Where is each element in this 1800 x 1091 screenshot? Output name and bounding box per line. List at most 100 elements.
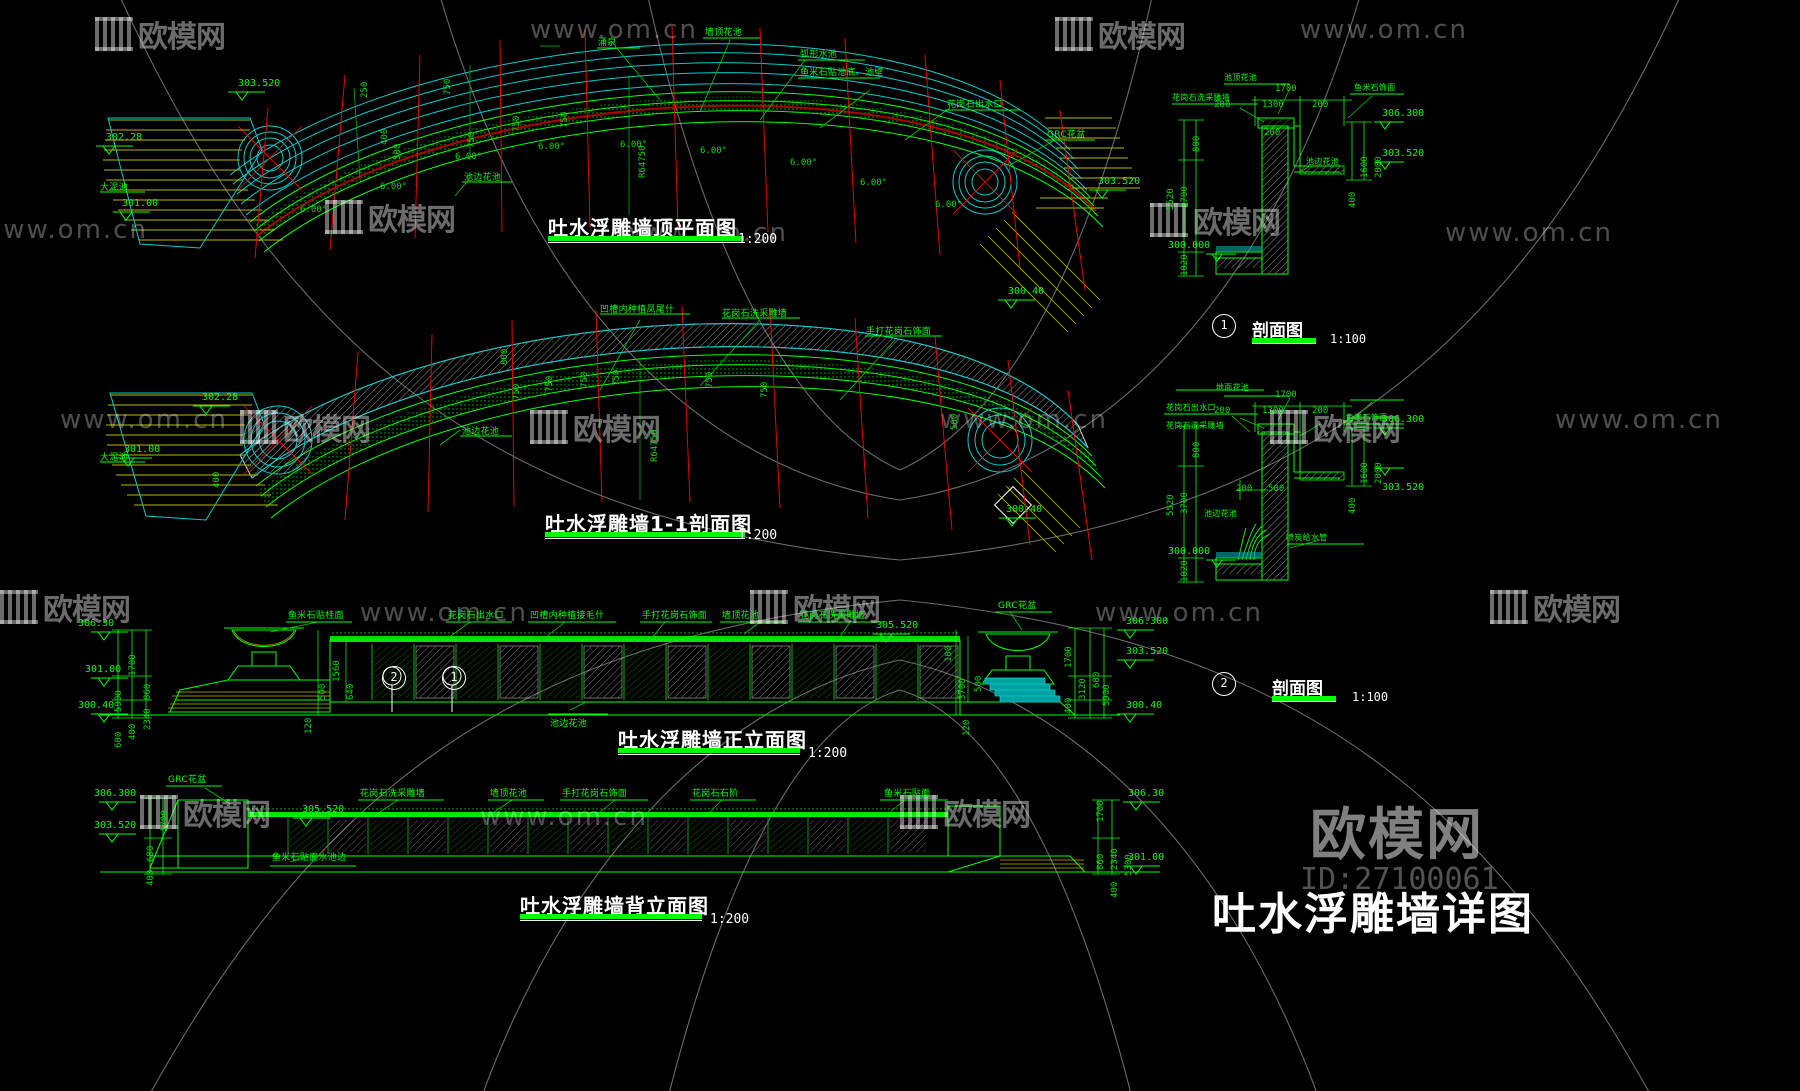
detail-mark-2[interactable]: 2	[1212, 672, 1236, 696]
annotation-granite-relief-wall: 花岗石洗采雕墙	[722, 309, 788, 319]
dimension-value: 2340	[143, 708, 153, 730]
detail-label-1: 剖面图	[1252, 321, 1303, 341]
elevation-value: 303.520	[94, 820, 137, 831]
annotation-fish-stone-facing: 鱼米石贴面	[884, 789, 931, 799]
dimension-value: 200	[1214, 406, 1231, 416]
elevation-value: 306.300	[1382, 108, 1425, 119]
annotation-pool-edge-planter: 池边花池	[462, 427, 500, 437]
elevation-value: 301.00	[1128, 852, 1165, 863]
annotation-arc-pool: 弧形水池	[800, 50, 838, 60]
dimension-value: 400	[1348, 191, 1358, 208]
back-elevation-geometry	[99, 785, 1160, 875]
annotation-pool-edge-planter: 池边花池	[464, 173, 502, 183]
annotation-trough-planting: 凹槽内种植接毛什	[530, 611, 605, 621]
watermark-logo: 欧模网	[325, 195, 456, 239]
watermark-brand: 欧模网	[1098, 20, 1186, 55]
annotation-grc-planter: GRC花盆	[998, 601, 1037, 611]
elevation-value: 300.40	[1006, 504, 1043, 515]
view-title-underline-2	[548, 242, 744, 243]
view-scale-top-plan: 1:200	[738, 232, 778, 247]
annotation-fish-stone-facing: 鱼米石饰面	[1354, 83, 1396, 92]
watermark-brand: 欧模网	[943, 798, 1031, 833]
detail-label-underline	[1252, 338, 1316, 343]
elevation-value: 303.520	[1382, 148, 1425, 159]
watermark-url: www.om.cn	[0, 215, 148, 245]
dimension-value: 3700	[958, 678, 968, 700]
dimension-value: 1700	[1064, 646, 1074, 668]
dimension-value: 500	[974, 675, 984, 692]
annotation-pool-edge-planter: 池边花池	[550, 719, 588, 729]
dimension-value: 2000	[1374, 156, 1384, 178]
dimension-value: 200	[1264, 128, 1281, 138]
annotation-big-pool: 大泥池	[100, 183, 128, 193]
dimension-value: 750	[545, 375, 555, 392]
watermark-brand: 欧模网	[1533, 593, 1621, 628]
dimension-value: 680	[146, 845, 156, 862]
view-scale-back-elevation: 1:200	[710, 912, 750, 927]
dimension-value: 860	[143, 683, 153, 700]
annotation-wall-top-planter: 墙顶花池	[722, 611, 760, 621]
view-scale-front-elevation: 1:200	[808, 746, 848, 761]
watermark-logo: 欧模网	[1490, 585, 1621, 629]
watermark-icon	[140, 795, 178, 829]
watermark-url: www.om.cn	[60, 405, 228, 435]
annotation-spray-water-pipe: 喷炭给水管	[1286, 533, 1328, 542]
dimension-value: 200	[1236, 484, 1253, 494]
dimension-value: 1700	[128, 654, 138, 676]
dimension-value: 640	[346, 683, 356, 700]
watermark-brand: 欧模网	[573, 413, 661, 448]
dimension-value: 750	[512, 383, 522, 400]
elevation-value: 301.00	[85, 664, 122, 675]
dimension-value: 1560	[332, 660, 342, 682]
elevation-value: 303.520	[1382, 482, 1425, 493]
dimension-value: 500	[393, 143, 403, 160]
dimension-value: 5300	[1124, 854, 1134, 876]
watermark-logo: 欧模网	[240, 405, 371, 449]
watermark-icon	[1055, 17, 1093, 51]
detail-label-2: 剖面图	[1272, 679, 1323, 699]
dimension-value: 120	[304, 717, 314, 734]
annotation-fish-stone-pool-edge: 鱼米石贴面水池边	[272, 853, 347, 863]
watermark-brand: 欧模网	[1193, 206, 1281, 241]
dimension-value: 200	[1312, 100, 1329, 110]
elevation-value: 303.520	[1126, 646, 1169, 657]
detail-mark-1[interactable]: 1	[1212, 314, 1236, 338]
section-mark-1[interactable]: 1	[442, 666, 466, 690]
annotation-granite-relief-wall: 花岗石洗采雕墙	[1166, 421, 1225, 430]
view-scale-section-1-1: 1:200	[738, 528, 778, 543]
elevation-value: 303.520	[1098, 176, 1141, 187]
watermark-url: www.om.cn	[940, 405, 1108, 435]
sheet-main-title: 吐水浮雕墙详图	[1212, 889, 1534, 940]
dimension-value: 800	[500, 348, 510, 365]
dimension-value: 1020	[1180, 560, 1190, 582]
annotation-grc-planter: GRC花盆	[1047, 130, 1086, 140]
dimension-value: 3120	[1078, 678, 1088, 700]
dimension-value: 1700	[1096, 800, 1106, 822]
watermark-logo: 欧模网	[530, 405, 661, 449]
dimension-value: 5900	[1102, 684, 1112, 706]
slope-angle: 6.00°	[935, 200, 963, 210]
watermark-icon	[1490, 590, 1528, 624]
slope-angle: 6.00°	[455, 152, 483, 162]
elevation-value: 300.40	[1008, 286, 1045, 297]
annotation-fish-stone-facing: 鱼米石饰面	[1346, 413, 1388, 422]
dimension-value: 680	[1092, 671, 1102, 688]
annotation-yongquan: 涌泉	[598, 38, 617, 48]
dimension-value: 600	[114, 731, 124, 748]
annotation-wall-top-planter: 墙顶花池	[705, 28, 743, 38]
dimension-value: 1300	[1262, 100, 1284, 110]
section-mark-2[interactable]: 2	[382, 666, 406, 690]
slope-angle: 6.00°	[790, 158, 818, 168]
elevation-value: 302.28	[202, 392, 239, 403]
dimension-value: 5520	[1166, 188, 1176, 210]
watermark-logo: 欧模网	[750, 585, 881, 629]
dimension-value: 1020	[1180, 254, 1190, 276]
elevation-value: 300.000	[1168, 546, 1211, 557]
annotation-hand-carved-granite: 手打花岗石饰面	[562, 789, 628, 799]
dimension-value: 500	[1268, 484, 1285, 494]
dimension-value: 1700	[160, 810, 170, 832]
dimension-value: 750	[580, 371, 590, 388]
dimension-value: 1700	[1275, 84, 1297, 94]
detail-label-underline-2	[1252, 343, 1316, 344]
